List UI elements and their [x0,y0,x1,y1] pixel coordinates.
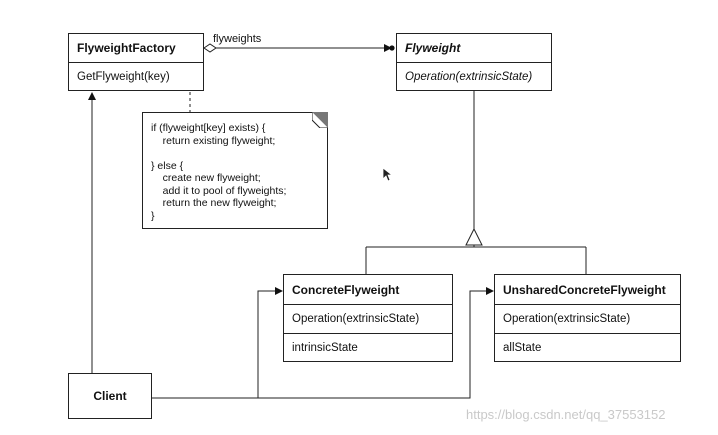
mouse-cursor-icon [383,168,393,182]
note-fold-icon [312,112,328,128]
flyweight-factory-class: FlyweightFactory GetFlyweight(key) [68,33,204,91]
association-label: flyweights [213,33,262,45]
unshared-concrete-flyweight-attribute: allState [495,333,680,361]
concrete-flyweight-class: ConcreteFlyweight Operation(extrinsicSta… [283,274,453,362]
client-unshared-arrowhead [486,287,494,295]
note-line: return the new flyweight; [151,197,277,209]
watermark: https://blog.csdn.net/qq_37553152 [466,407,666,422]
flyweight-operation: Operation(extrinsicState) [397,62,551,90]
aggregation-diamond [203,43,217,53]
aggregation-dot [389,45,395,51]
client-concrete-arrowhead [275,287,283,295]
note-line: add it to pool of flyweights; [151,184,287,197]
unshared-concrete-flyweight-operation: Operation(extrinsicState) [495,304,680,333]
flyweight-factory-name: FlyweightFactory [77,41,176,55]
inheritance-triangle [465,227,483,246]
concrete-flyweight-name: ConcreteFlyweight [292,282,400,297]
flyweight-factory-operation: GetFlyweight(key) [69,62,203,90]
client-concrete-line [152,290,275,399]
flyweight-name: Flyweight [405,41,461,55]
unshared-concrete-flyweight-class: UnsharedConcreteFlyweight Operation(extr… [494,274,681,362]
concrete-flyweight-attribute: intrinsicState [284,333,452,361]
note-line: } [151,209,155,222]
note-line: create new flyweight; [151,172,261,184]
client-factory-arrowhead [88,92,96,100]
note-line: return existing flyweight; [151,134,276,147]
pseudocode-note: if (flyweight[key] exists) { return exis… [142,112,328,229]
note-line: } else { [151,159,184,172]
unshared-concrete-flyweight-name: UnsharedConcreteFlyweight [503,282,666,297]
concrete-flyweight-operation: Operation(extrinsicState) [284,304,452,333]
flyweight-class: Flyweight Operation(extrinsicState) [396,33,552,91]
aggregation-arrowhead [384,44,392,52]
client-unshared-line [258,290,486,399]
client-name: Client [93,389,127,403]
note-line [151,147,327,160]
client-class: Client [68,373,152,419]
note-line: if (flyweight[key] exists) { [151,122,266,134]
